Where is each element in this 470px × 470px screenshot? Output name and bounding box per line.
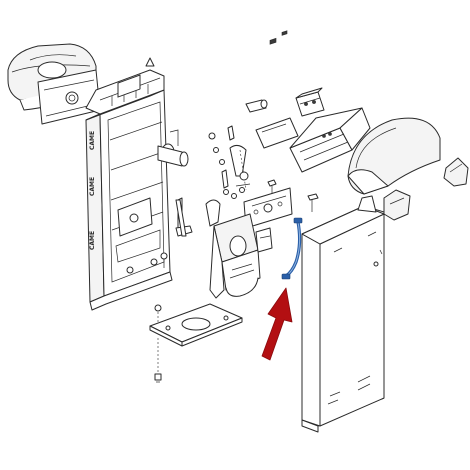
- fasteners: [160, 125, 235, 268]
- anchor-base-plate: [149, 303, 243, 383]
- dome-cover: [347, 117, 441, 195]
- gear-motor: [209, 213, 273, 299]
- small-components: [245, 30, 325, 149]
- control-box: [289, 107, 371, 173]
- spring-mechanism: [223, 144, 251, 199]
- bolts: [267, 179, 319, 212]
- brand-mark: CAME: [89, 231, 96, 250]
- front-cover-panel: [301, 195, 385, 433]
- main-cabinet: CAME CAME CAME: [85, 57, 189, 311]
- red-arrow: [261, 287, 293, 361]
- blue-cable-loop: [281, 217, 303, 280]
- end-cap: [443, 157, 469, 187]
- brand-mark: CAME: [89, 131, 96, 150]
- top-cover-assembly: [7, 43, 101, 125]
- release-lever: [175, 199, 221, 237]
- brand-mark: CAME: [89, 177, 96, 196]
- panel-clip: [383, 189, 411, 221]
